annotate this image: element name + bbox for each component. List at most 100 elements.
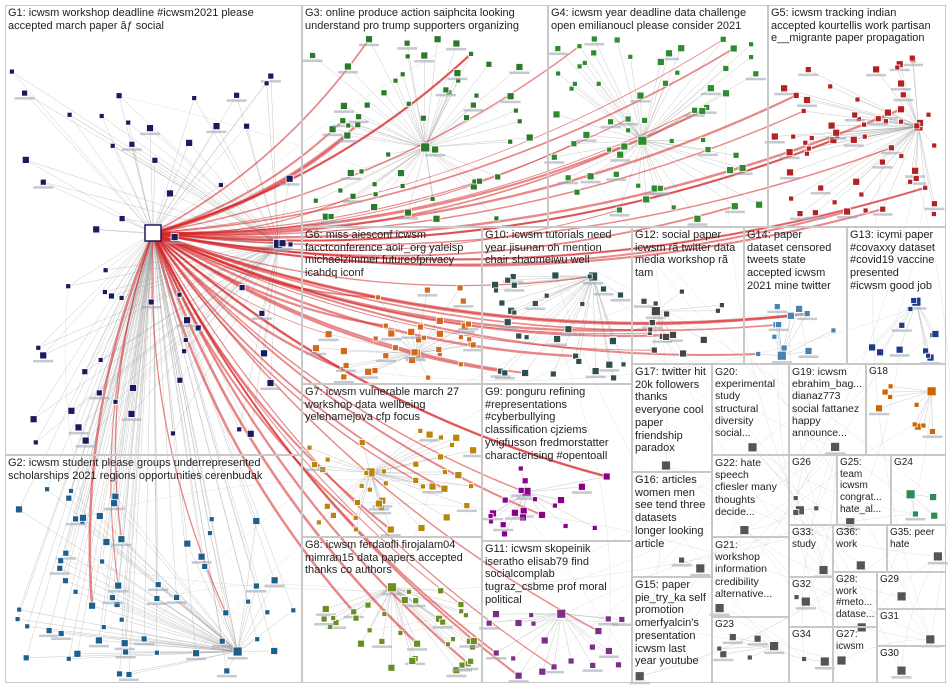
node-g2 bbox=[201, 563, 209, 570]
node-caption-mark bbox=[315, 613, 336, 616]
group-box-g18 bbox=[866, 364, 946, 455]
edge bbox=[841, 639, 931, 661]
edge bbox=[781, 330, 834, 356]
edge bbox=[347, 66, 426, 148]
node-caption-mark bbox=[583, 282, 604, 285]
node-g4 bbox=[573, 188, 581, 196]
edge bbox=[318, 472, 371, 523]
node-caption-mark bbox=[191, 561, 212, 564]
node-g4 bbox=[576, 63, 583, 70]
node-g18 bbox=[881, 388, 889, 396]
edge bbox=[343, 350, 416, 354]
node-g2 bbox=[100, 624, 107, 630]
node-g5 bbox=[862, 207, 869, 214]
node-g8 bbox=[445, 641, 451, 648]
node-caption-mark bbox=[216, 674, 237, 678]
node-caption-mark bbox=[494, 376, 515, 380]
node-caption-mark bbox=[618, 123, 639, 126]
node-caption-mark bbox=[797, 104, 817, 107]
edge bbox=[642, 140, 737, 156]
edge bbox=[17, 232, 154, 620]
node-g2 bbox=[117, 535, 126, 544]
node-g4 bbox=[590, 35, 598, 43]
node-caption-mark bbox=[141, 306, 162, 309]
node-g6 bbox=[342, 362, 350, 369]
node-g3 bbox=[525, 133, 534, 142]
node-g4 bbox=[607, 118, 614, 126]
edge bbox=[723, 645, 775, 655]
node-g2 bbox=[88, 601, 96, 610]
node-caption-mark bbox=[407, 648, 428, 651]
edge bbox=[237, 520, 257, 652]
node-g35 bbox=[933, 551, 943, 562]
node-g1 bbox=[217, 182, 224, 188]
node-g10 bbox=[498, 299, 506, 307]
node-g4 bbox=[670, 204, 677, 211]
node-g14 bbox=[804, 347, 813, 355]
edge bbox=[118, 95, 154, 234]
edge bbox=[370, 463, 416, 473]
node-g1 bbox=[267, 72, 275, 80]
edge bbox=[115, 496, 238, 652]
edge bbox=[149, 128, 154, 234]
node-g2 bbox=[120, 639, 129, 648]
node-g8 bbox=[413, 639, 422, 648]
node-caption-mark bbox=[576, 139, 597, 142]
node-caption-mark bbox=[490, 375, 511, 378]
edge bbox=[507, 276, 594, 323]
edge bbox=[793, 126, 919, 137]
node-g2 bbox=[113, 601, 121, 608]
node-g5 bbox=[899, 91, 907, 99]
group-box-g6 bbox=[302, 227, 482, 384]
node-g12 bbox=[679, 349, 687, 358]
edge bbox=[555, 275, 775, 647]
node-g19 bbox=[830, 441, 840, 452]
group-box-g30 bbox=[877, 646, 946, 683]
node-caption-mark bbox=[652, 340, 673, 343]
edge bbox=[526, 476, 607, 493]
edge bbox=[489, 613, 562, 624]
node-g23 bbox=[746, 654, 753, 661]
node-g1 bbox=[166, 189, 174, 198]
node-g24 bbox=[930, 511, 939, 520]
edge bbox=[752, 447, 916, 515]
edge bbox=[383, 92, 426, 148]
node-g4 bbox=[691, 106, 698, 114]
edge bbox=[112, 145, 154, 234]
node-caption-mark bbox=[663, 339, 683, 342]
node-g23 bbox=[753, 634, 762, 643]
node-g1 bbox=[170, 430, 176, 437]
edge bbox=[542, 613, 562, 672]
node-g2 bbox=[15, 505, 23, 514]
node-g7 bbox=[380, 468, 387, 475]
edge bbox=[642, 140, 655, 189]
node-g4 bbox=[624, 115, 632, 123]
node-g3 bbox=[485, 60, 493, 68]
edge bbox=[553, 276, 594, 375]
edge bbox=[872, 162, 931, 640]
node-g8 bbox=[406, 588, 412, 595]
edge bbox=[347, 135, 426, 148]
node-g7 bbox=[428, 482, 437, 491]
node-g4 bbox=[738, 164, 747, 173]
edge bbox=[561, 613, 593, 648]
edge bbox=[642, 140, 735, 207]
group-box-g29 bbox=[877, 572, 946, 609]
node-g7 bbox=[437, 453, 444, 461]
node-caption-mark bbox=[558, 333, 579, 337]
edge bbox=[556, 338, 611, 651]
node-caption-mark bbox=[314, 623, 335, 626]
node-g9 bbox=[591, 525, 598, 531]
node-g2 bbox=[24, 623, 31, 630]
node-g34 bbox=[801, 656, 807, 662]
group-box-g17 bbox=[632, 364, 712, 472]
edge bbox=[152, 232, 159, 585]
node-g3 bbox=[442, 86, 450, 94]
node-g5 bbox=[785, 148, 794, 157]
node-g4 bbox=[662, 79, 669, 87]
node-caption-mark bbox=[696, 111, 717, 114]
edge bbox=[561, 613, 610, 652]
group-label-g20: G20: experimental study structural diver… bbox=[715, 366, 776, 440]
node-g6 bbox=[382, 352, 390, 360]
edge bbox=[152, 232, 227, 671]
